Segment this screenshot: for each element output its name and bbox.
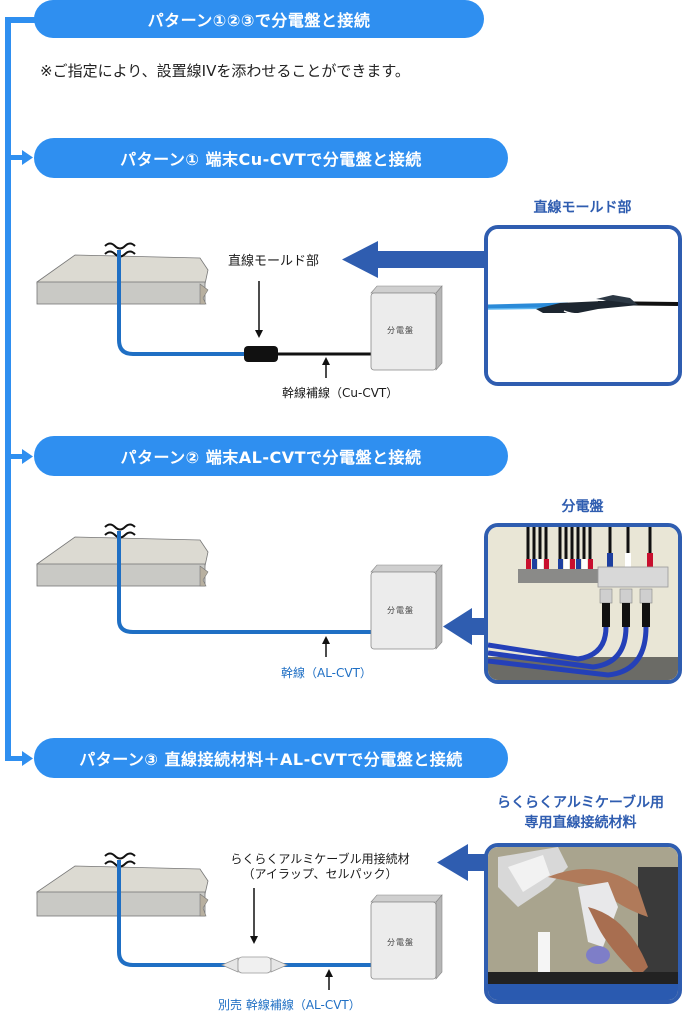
arrow-right-icon <box>5 150 33 165</box>
header-note: ※ご指定により、設置線IVを添わせることができます。 <box>40 62 410 80</box>
mold-joint-photo <box>488 229 678 382</box>
pattern-1-title: パターン① 端末Cu-CVTで分電盤と接続 <box>120 150 422 169</box>
joint-material-photo <box>488 847 678 1000</box>
pattern-2-title: パターン② 端末AL-CVTで分電盤と接続 <box>120 448 422 467</box>
pattern-2-photo-title: 分電盤 <box>561 499 604 515</box>
cable-label: 別売 幹線補線（AL-CVT） <box>218 998 361 1012</box>
cable-label: 幹線補線（Cu-CVT） <box>282 386 399 400</box>
pattern-1-title-pill: パターン① 端末Cu-CVTで分電盤と接続 <box>34 138 508 178</box>
pattern-3-photo <box>484 843 682 1004</box>
callout-label: 直線モールド部 <box>228 254 320 269</box>
cable-label: 幹線（AL-CVT） <box>281 666 372 680</box>
arrow-right-icon <box>5 751 33 766</box>
pattern-3-title: パターン③ 直線接続材料＋AL-CVTで分電盤と接続 <box>79 750 463 769</box>
pattern-3-photo-title: らくらくアルミケーブル用 専用直線接続材料 <box>478 793 683 833</box>
distribution-board-photo <box>488 527 678 680</box>
header-title: パターン①②③で分電盤と接続 <box>147 11 371 30</box>
pattern-2-photo <box>484 523 682 684</box>
photo-title-line-1: らくらくアルミケーブル用 <box>496 795 665 811</box>
pattern-1-photo-title: 直線モールド部 <box>533 200 632 216</box>
callout-label-line-2: （アイラップ、セルパック） <box>242 867 398 881</box>
panel-label: 分電盤 <box>387 938 414 947</box>
pattern-3-title-pill: パターン③ 直線接続材料＋AL-CVTで分電盤と接続 <box>34 738 508 778</box>
panel-label: 分電盤 <box>387 326 414 335</box>
flow-connector <box>5 17 40 766</box>
arrow-right-icon <box>5 449 33 464</box>
callout-label: らくらくアルミケーブル用接続材 （アイラップ、セルパック） <box>205 852 435 882</box>
photo-title-line-2: 専用直線接続材料 <box>524 815 637 831</box>
panel-label: 分電盤 <box>387 606 414 615</box>
callout-label-line-1: らくらくアルミケーブル用接続材 <box>230 852 410 866</box>
header-title-pill: パターン①②③で分電盤と接続 <box>34 0 484 38</box>
pattern-2-title-pill: パターン② 端末AL-CVTで分電盤と接続 <box>34 436 508 476</box>
pattern-1-photo <box>484 225 682 386</box>
